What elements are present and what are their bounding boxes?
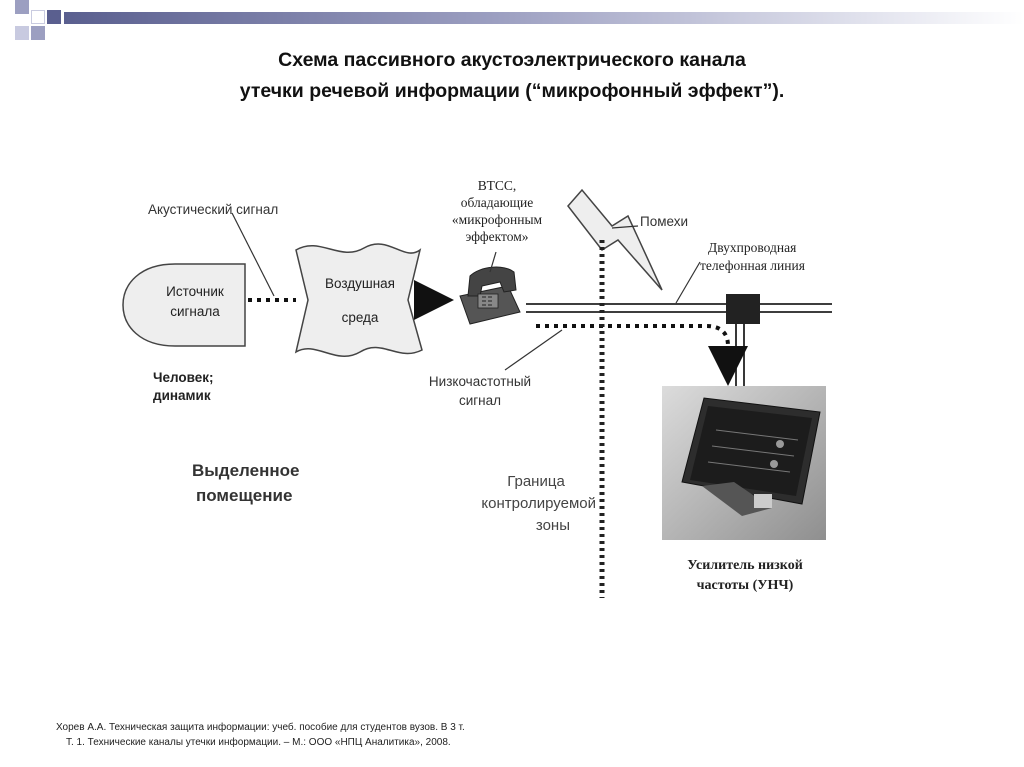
- citation: Хорев А.А. Техническая защита информации…: [40, 720, 600, 750]
- air-medium-shape: [294, 243, 423, 357]
- noise-leader: [611, 225, 639, 229]
- noise-label: Помехи: [640, 214, 688, 229]
- vtss-label-line-1: ВТСС,: [477, 178, 517, 193]
- amplifier-label-line-1: Усилитель низкой: [687, 558, 803, 573]
- header-decoration-bar: [64, 12, 1024, 24]
- decoration-square: [31, 26, 45, 40]
- decoration-square: [31, 10, 45, 24]
- zone-boundary-label-line-2: контролируемой: [481, 495, 596, 512]
- person-speaker-label-line-1: Человек;: [153, 370, 214, 385]
- air-medium-label-line-2: среда: [341, 310, 379, 325]
- signal-source-shape: [122, 263, 246, 347]
- decoration-square: [47, 10, 61, 24]
- telephone-line-label-line-1: Двухпроводная: [708, 240, 797, 255]
- citation-line-2: Т. 1. Технические каналы утечки информац…: [66, 737, 451, 748]
- signal-source-label-line-1: Источник: [166, 284, 224, 299]
- decoration-square: [15, 26, 29, 40]
- signal-source-label-line-2: сигнала: [170, 304, 220, 319]
- person-speaker-label-line-2: динамик: [153, 388, 211, 403]
- amplifier-label-line-2: частоты (УНЧ): [696, 578, 794, 593]
- slide-title-line-1: Схема пассивного акустоэлектрического ка…: [278, 49, 746, 71]
- acoustic-signal-leader: [231, 212, 275, 297]
- zone-boundary-label-line-3: зоны: [535, 517, 570, 534]
- amplifier-device-image: [662, 386, 826, 540]
- telephone-line-label-line-2: телефонная линия: [700, 258, 805, 273]
- vtss-label-line-3: «микрофонным: [451, 212, 543, 227]
- lf-signal-label-line-1: Низкочастотный: [428, 374, 532, 389]
- lf-signal-label-line-2: сигнал: [458, 393, 502, 408]
- dedicated-room-label-line-1: Выделенное: [192, 461, 300, 480]
- telephone-line-leader: [675, 261, 701, 304]
- lf-signal-leader: [504, 329, 563, 371]
- vtss-label-line-2: обладающие: [460, 195, 534, 210]
- junction-box: [726, 294, 760, 324]
- air-medium-label-line-1: Воздушная: [325, 276, 395, 291]
- zone-boundary-label-line-1: Граница: [507, 473, 565, 490]
- noise-lightning-icon: [567, 188, 663, 291]
- citation-line-1: Хорев А.А. Техническая защита информации…: [56, 722, 465, 733]
- vtss-label-line-4: эффектом»: [465, 229, 529, 244]
- dedicated-room-label-line-2: помещение: [196, 486, 293, 505]
- acoustic-signal-label: Акустический сигнал: [148, 202, 279, 217]
- slide-title-line-2: утечки речевой информации (“микрофонный …: [239, 80, 785, 102]
- decoration-square: [15, 0, 29, 14]
- lf-signal-dotted-path: [536, 324, 748, 386]
- vtss-leader: [489, 251, 497, 273]
- telephone-icon: [459, 266, 521, 325]
